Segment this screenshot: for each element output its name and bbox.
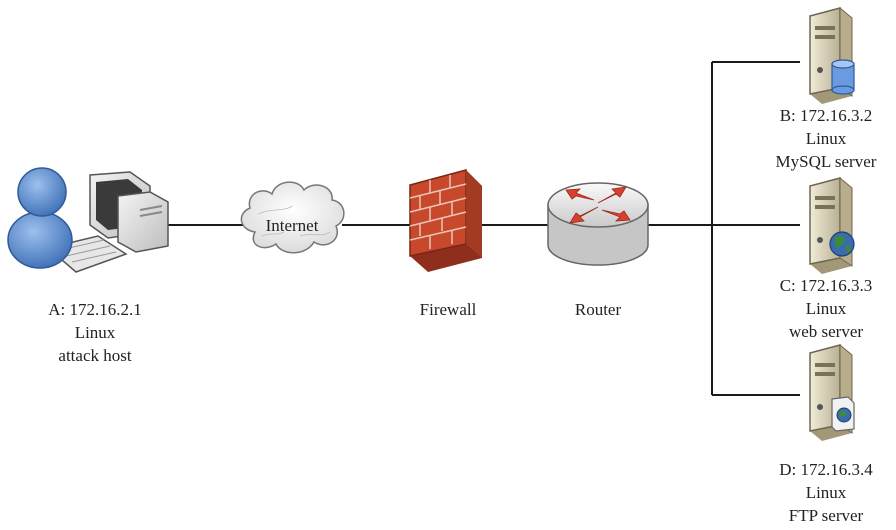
internet-label: Internet	[266, 216, 319, 235]
globe-icon	[829, 231, 855, 257]
web-server-label: C: 172.16.3.3 Linux web server	[756, 274, 896, 343]
internet-cloud-icon: Internet	[240, 181, 345, 254]
ftp-server-line-3: FTP server	[788, 506, 864, 525]
web-server-line-1: C: 172.16.3.3	[779, 276, 873, 295]
ftp-server-line-2: Linux	[805, 483, 847, 502]
firewall-label: Firewall	[398, 298, 498, 321]
attack-host-line-2: Linux	[74, 323, 116, 342]
ftp-server-label: D: 172.16.3.4 Linux FTP server	[756, 458, 896, 527]
ftp-server-icon	[809, 343, 855, 441]
router-label-text: Router	[574, 300, 622, 319]
attack-host-line-3: attack host	[58, 346, 132, 365]
attack-host-icon	[7, 167, 169, 273]
mysql-server-line-1: B: 172.16.3.2	[779, 106, 873, 125]
router-icon	[547, 182, 649, 266]
web-server-icon	[809, 176, 855, 274]
connection-lines	[168, 61, 800, 396]
firewall-label-text: Firewall	[419, 300, 477, 319]
ftp-server-line-1: D: 172.16.3.4	[779, 460, 873, 479]
file-globe-icon	[831, 396, 855, 432]
database-icon	[831, 59, 855, 95]
router-label: Router	[548, 298, 648, 321]
attack-host-line-1: A: 172.16.2.1	[48, 300, 142, 319]
mysql-server-label: B: 172.16.3.2 Linux MySQL server	[756, 104, 896, 173]
firewall-icon	[409, 169, 482, 272]
mysql-server-icon	[809, 6, 855, 104]
mysql-server-line-3: MySQL server	[775, 152, 877, 171]
web-server-line-3: web server	[788, 322, 864, 341]
mysql-server-line-2: Linux	[805, 129, 847, 148]
attack-host-label: A: 172.16.2.1 Linux attack host	[20, 298, 170, 367]
web-server-line-2: Linux	[805, 299, 847, 318]
